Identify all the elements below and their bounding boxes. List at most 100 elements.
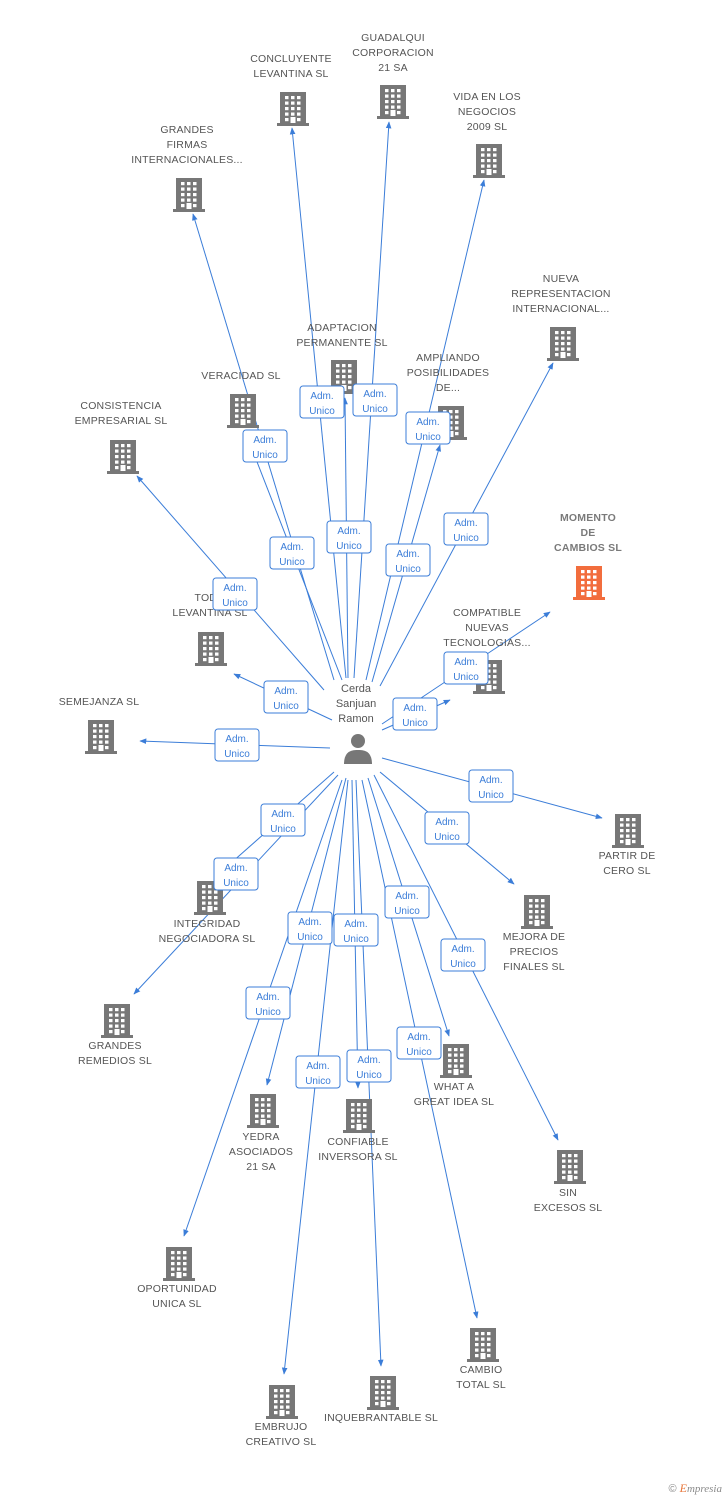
role-badge[interactable]: Adm.Unico	[212, 577, 258, 611]
role-badge[interactable]: Adm.Unico	[295, 1055, 341, 1089]
building-icon[interactable]	[612, 814, 644, 848]
company-name-label[interactable]: VERACIDAD SL	[201, 370, 280, 382]
building-icon[interactable]	[377, 85, 409, 119]
company-name-label[interactable]: SEMEJANZA SL	[59, 696, 140, 708]
role-badge[interactable]: Adm.Unico	[263, 680, 309, 714]
building-icon[interactable]	[473, 144, 505, 178]
company-name-label[interactable]: INQUEBRANTABLE SL	[324, 1412, 438, 1424]
building-icon[interactable]	[101, 1004, 133, 1038]
building-icon[interactable]	[85, 720, 117, 754]
role-badge-text: Adm.Unico	[309, 391, 335, 417]
role-badge-text: Adm.Unico	[453, 657, 479, 683]
building-icon[interactable]	[521, 895, 553, 929]
role-badge-text: Adm.Unico	[450, 944, 476, 970]
role-badge[interactable]: Adm.Unico	[384, 885, 430, 919]
role-badge[interactable]: Adm.Unico	[242, 429, 288, 463]
building-icon[interactable]	[266, 1385, 298, 1419]
building-icon[interactable]	[227, 394, 259, 428]
role-badge[interactable]: Adm.Unico	[245, 986, 291, 1020]
role-badge[interactable]: Adm.Unico	[214, 728, 260, 762]
role-badge[interactable]: Adm.Unico	[392, 697, 438, 731]
badges-layer: Adm.UnicoAdm.UnicoAdm.UnicoAdm.UnicoAdm.…	[212, 383, 514, 1089]
role-badge-text: Adm.Unico	[402, 703, 428, 729]
building-icon[interactable]	[554, 1150, 586, 1184]
role-badge[interactable]: Adm.Unico	[287, 911, 333, 945]
role-badge[interactable]: Adm.Unico	[468, 769, 514, 803]
role-badge-text: Adm.Unico	[223, 863, 249, 889]
role-badge-text: Adm.Unico	[343, 919, 369, 945]
role-badge[interactable]: Adm.Unico	[213, 857, 259, 891]
building-icon[interactable]	[163, 1247, 195, 1281]
role-badge-text: Adm.Unico	[434, 817, 460, 843]
building-icon[interactable]	[573, 566, 605, 600]
brand-logo-rest[interactable]: mpresia	[686, 1483, 722, 1495]
role-badge-text: Adm.Unico	[270, 809, 296, 835]
role-badge-text: Adm.Unico	[336, 526, 362, 552]
building-icon[interactable]	[107, 440, 139, 474]
copyright-symbol: ©	[668, 1483, 677, 1495]
building-icon[interactable]	[277, 92, 309, 126]
role-badge-text: Adm.Unico	[279, 542, 305, 568]
role-badge[interactable]: Adm.Unico	[443, 651, 489, 685]
role-badge[interactable]: Adm.Unico	[396, 1026, 442, 1060]
role-badge-text: Adm.Unico	[224, 734, 250, 760]
building-icon[interactable]	[247, 1094, 279, 1128]
building-icon[interactable]	[547, 327, 579, 361]
role-badge[interactable]: Adm.Unico	[424, 811, 470, 845]
role-badge-text: Adm.Unico	[222, 583, 248, 609]
role-badge[interactable]: Adm.Unico	[352, 383, 398, 417]
building-icon[interactable]	[195, 632, 227, 666]
role-badge[interactable]: Adm.Unico	[299, 385, 345, 419]
role-badge-text: Adm.Unico	[356, 1055, 382, 1081]
building-icon[interactable]	[343, 1099, 375, 1133]
role-badge-text: Adm.Unico	[478, 775, 504, 801]
role-badge-text: Adm.Unico	[394, 891, 420, 917]
role-badge[interactable]: Adm.Unico	[405, 411, 451, 445]
building-icon[interactable]	[367, 1376, 399, 1410]
role-badge[interactable]: Adm.Unico	[260, 803, 306, 837]
role-badge-text: Adm.Unico	[252, 435, 278, 461]
person-icon[interactable]	[344, 734, 372, 764]
role-badge-text: Adm.Unico	[453, 518, 479, 544]
role-badge[interactable]: Adm.Unico	[269, 536, 315, 570]
role-badge[interactable]: Adm.Unico	[440, 938, 486, 972]
role-badge-text: Adm.Unico	[305, 1061, 331, 1087]
role-badge[interactable]: Adm.Unico	[326, 520, 372, 554]
role-badge[interactable]: Adm.Unico	[333, 913, 379, 947]
role-badge-text: Adm.Unico	[415, 417, 441, 443]
building-icon[interactable]	[173, 178, 205, 212]
role-badge-text: Adm.Unico	[273, 686, 299, 712]
role-badge[interactable]: Adm.Unico	[385, 543, 431, 577]
brand-logo-initial[interactable]: E	[679, 1481, 687, 1495]
role-badge[interactable]: Adm.Unico	[346, 1049, 392, 1083]
building-icon[interactable]	[440, 1044, 472, 1078]
role-badge[interactable]: Adm.Unico	[443, 512, 489, 546]
building-icon[interactable]	[467, 1328, 499, 1362]
